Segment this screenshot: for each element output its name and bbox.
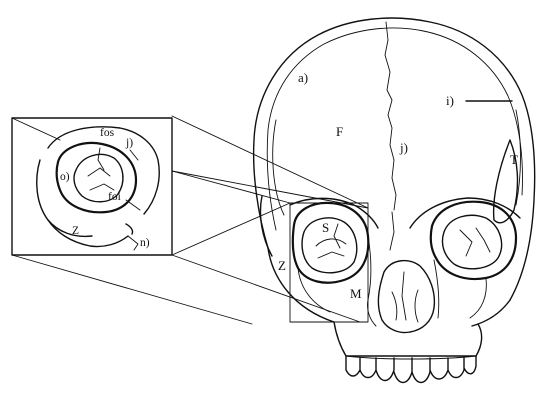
inset-orbit-rim (47, 126, 160, 215)
label-temporal: T (510, 152, 518, 167)
inset-label-j: j) (125, 137, 133, 149)
cranium-outline (252, 17, 536, 301)
inset-frame (11, 117, 173, 256)
inset-label-zygomatic: Z (72, 225, 79, 237)
label-zygomatic: Z (278, 258, 286, 273)
inset-label-n: n) (140, 237, 150, 249)
teeth (345, 355, 477, 384)
inset-label-fos: fos (100, 127, 115, 139)
projection-lines (11, 115, 369, 325)
nasal-cavity (377, 259, 436, 334)
right-orbit (429, 200, 518, 281)
sagittal-suture (384, 21, 397, 211)
label-a: a) (298, 70, 308, 85)
label-i: i) (446, 93, 454, 108)
zoom-region-box (289, 202, 369, 323)
label-j: j) (399, 140, 408, 155)
inset-orbit-detail: fos j) o) foi Z n) (11, 117, 173, 256)
upper-jaw (333, 321, 483, 357)
inset-label-foi: foi (108, 191, 121, 203)
label-sphenoid: S (322, 220, 329, 235)
label-maxilla: M (350, 286, 362, 301)
skull-drawing: a) F i) j) T S Z M (252, 17, 536, 384)
inset-label-o: o) (60, 171, 70, 183)
label-frontal: F (336, 124, 343, 139)
